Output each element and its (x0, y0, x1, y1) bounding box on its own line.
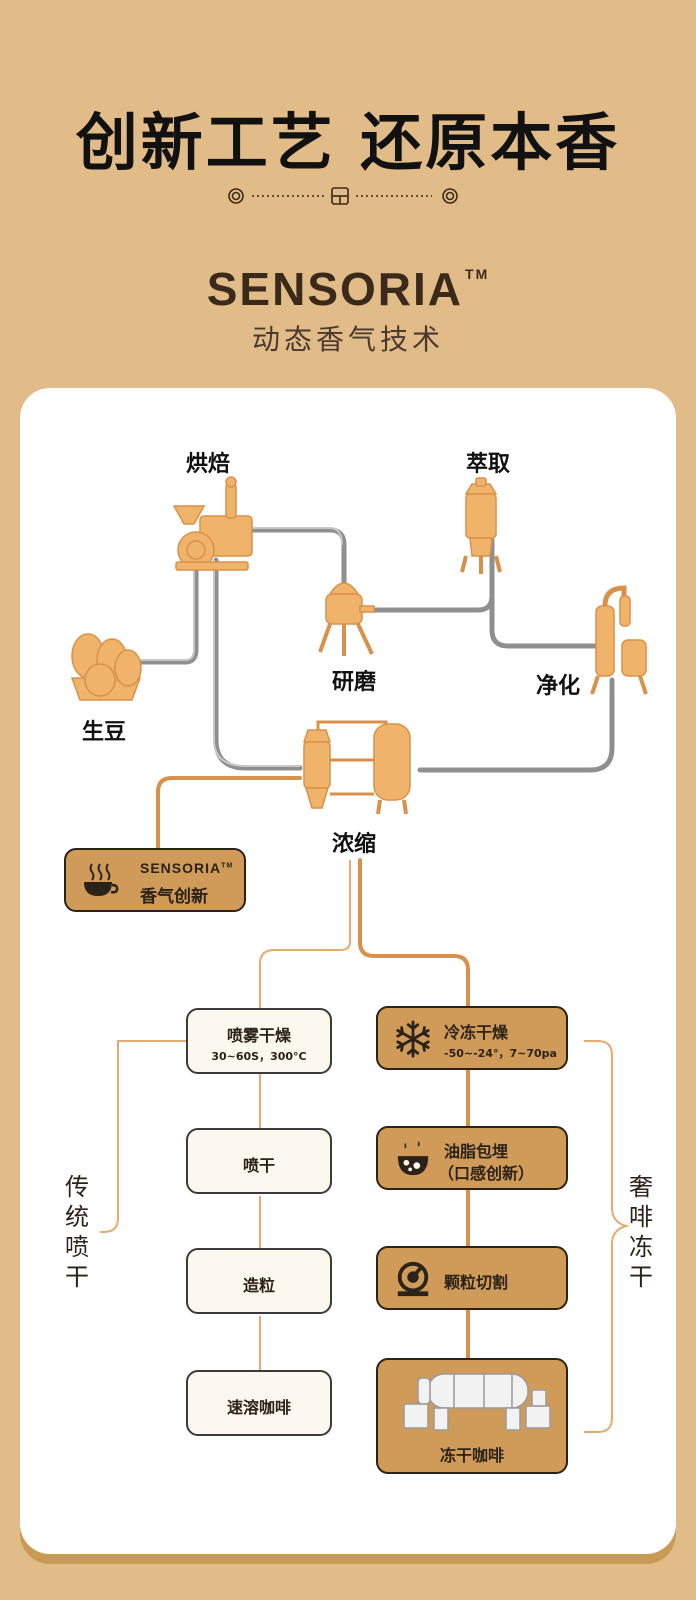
brand-subtitle: 动态香气技术 (251, 323, 444, 356)
page-title: 创新工艺 还原本香 (75, 106, 621, 179)
step-granulation: 造粒 (186, 1248, 332, 1314)
spiral-left-icon (228, 188, 244, 204)
oil-encapsulation-sub: （口感创新） (438, 1164, 535, 1183)
step-instant-coffee: 速溶咖啡 (186, 1370, 332, 1436)
cutting-machine-icon (397, 1261, 429, 1297)
freeze-drying-title: 冷冻干燥 (444, 1023, 509, 1042)
snowflake-icon (396, 1020, 430, 1058)
badge-brand: SENSORIATM (140, 860, 234, 876)
coffee-droplets-icon (397, 1140, 429, 1176)
step-freeze-drying: 冷冻干燥 -50~-24°，7~70pa (376, 1006, 574, 1076)
concentrator-machine-icon (302, 720, 411, 815)
extractor-machine-icon (460, 477, 502, 574)
grinder-machine-icon (318, 582, 375, 656)
stage-label-concentration: 浓缩 (332, 832, 377, 857)
stage-label-roasting: 烘焙 (186, 452, 231, 477)
aroma-innovation-badge: SENSORIATM 香气创新 (64, 848, 252, 918)
side-label-luxury: 奢啡冻干 (629, 1173, 653, 1291)
step-spray-dried: 喷干 (186, 1128, 332, 1194)
roaster-machine-icon (172, 476, 253, 571)
step-freeze-dried-coffee: 冻干咖啡 (376, 1358, 574, 1480)
oil-encapsulation-title: 油脂包埋 (444, 1142, 509, 1161)
spiral-right-icon (442, 188, 458, 204)
freeze-dried-coffee-title: 冻干咖啡 (439, 1446, 504, 1465)
green-beans-sacks-icon (70, 633, 142, 701)
freeze-drying-sub: -50~-24°，7~70pa (444, 1047, 557, 1060)
side-label-traditional: 传统喷干 (65, 1173, 89, 1291)
step-oil-encapsulation: 油脂包埋 （口感创新） (376, 1126, 574, 1196)
flow-lines (156, 776, 470, 1360)
stage-label-grinding: 研磨 (332, 670, 377, 695)
stage-label-extraction: 萃取 (466, 452, 511, 477)
particle-cutting-title: 颗粒切割 (444, 1273, 509, 1292)
step-spray-drying: 喷雾干燥 30~60S，300°C (186, 1008, 332, 1074)
badge-label: 香气创新 (140, 887, 208, 907)
purifier-machine-icon (590, 585, 648, 695)
freeze-dryer-machine-icon (403, 1373, 551, 1431)
ornament-divider (228, 187, 458, 205)
coffee-cup-icon (84, 863, 119, 896)
stage-label-purification: 净化 (536, 674, 581, 699)
stage-label-green-beans: 生豆 (82, 720, 127, 745)
process-card (20, 388, 676, 1554)
step-particle-cutting: 颗粒切割 (376, 1246, 574, 1316)
